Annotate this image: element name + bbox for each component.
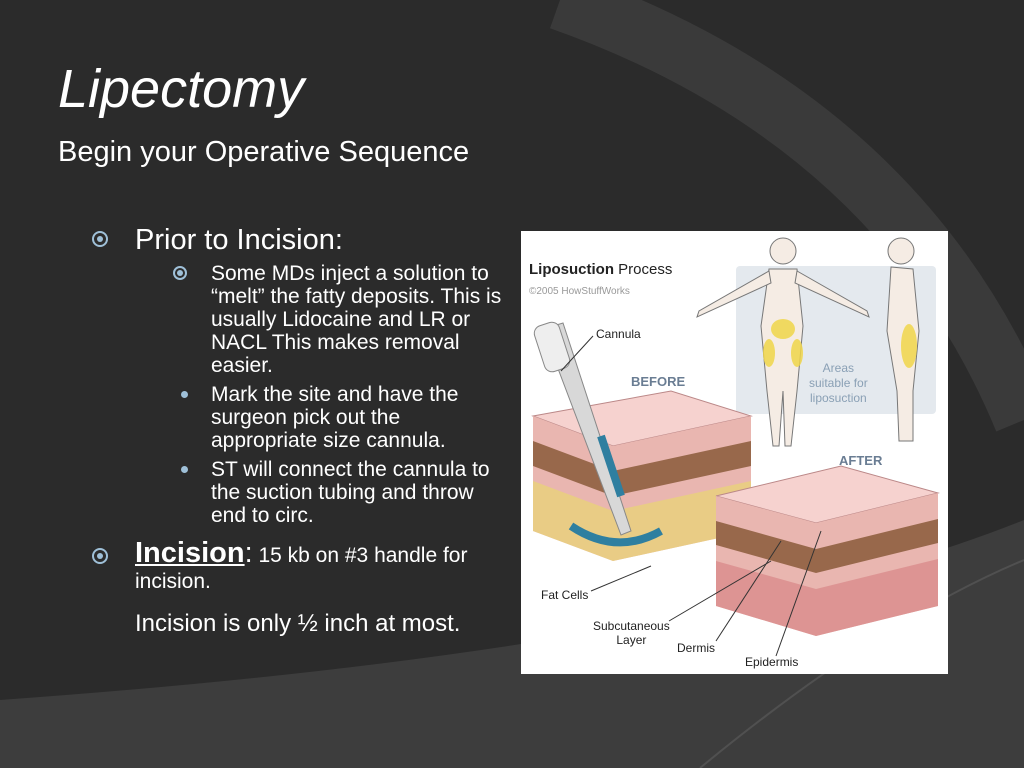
- label-fat-cells: Fat Cells: [541, 588, 589, 602]
- woman-front-figure: [696, 237, 870, 447]
- curved-arrow-icon: [568, 522, 663, 547]
- before-skin-block: [531, 390, 753, 561]
- dot-bullet-icon: [181, 466, 188, 473]
- after-skin-block: [715, 465, 940, 636]
- circle-bullet-icon: [173, 266, 187, 280]
- label-before: BEFORE: [631, 374, 686, 389]
- figure-copyright: ©2005 HowStuffWorks: [529, 286, 630, 297]
- circle-bullet-icon: [92, 548, 108, 564]
- label-cannula: Cannula: [596, 327, 641, 341]
- bullet-list: Prior to Incision: Some MDs inject a sol…: [92, 224, 502, 638]
- slide-subtitle: Begin your Operative Sequence: [58, 136, 470, 168]
- label-epidermis: Epidermis: [745, 655, 799, 669]
- bullet-incision: Incision: 15 kb on #3 handle for incisio…: [92, 539, 502, 596]
- arrow-icon: [597, 434, 625, 498]
- sub-bullet-mark-site: Mark the site and have the surgeon pick …: [135, 383, 502, 452]
- bullet-prior-to-incision: Prior to Incision: Some MDs inject a sol…: [92, 224, 502, 527]
- circle-bullet-icon: [92, 231, 108, 247]
- dot-bullet-icon: [181, 391, 188, 398]
- liposuction-diagram: [531, 237, 940, 657]
- sub-bullet-text: Mark the site and have the surgeon pick …: [211, 383, 459, 452]
- sub-bullet-text: ST will connect the cannula to the sucti…: [211, 458, 490, 527]
- incision-heading: Incision: [135, 537, 245, 569]
- sub-bullet-text: Some MDs inject a solution to “melt” the…: [211, 262, 502, 377]
- liposuction-illustration: Liposuction Process ©2005 HowStuffWorks …: [521, 231, 948, 674]
- label-after: AFTER: [839, 453, 883, 468]
- sub-bullet-connect-cannula: ST will connect the cannula to the sucti…: [135, 458, 502, 527]
- prior-heading: Prior to Incision:: [135, 224, 343, 256]
- label-dermis: Dermis: [677, 641, 715, 655]
- label-areas-suitable: Areas suitable for liposuction: [809, 361, 868, 405]
- incision-detail: 15 kb on #3 handle for incision.: [135, 544, 468, 593]
- incision-colon: :: [244, 537, 253, 569]
- figure-title: Liposuction Process: [529, 261, 673, 278]
- cannula-icon: [533, 321, 632, 536]
- slide-title: Lipectomy: [58, 59, 305, 119]
- sub-bullet-solution: Some MDs inject a solution to “melt” the…: [135, 262, 502, 377]
- label-subcutaneous-layer: Subcutaneous Layer: [593, 619, 670, 647]
- incision-note: Incision is only ½ inch at most.: [135, 610, 461, 637]
